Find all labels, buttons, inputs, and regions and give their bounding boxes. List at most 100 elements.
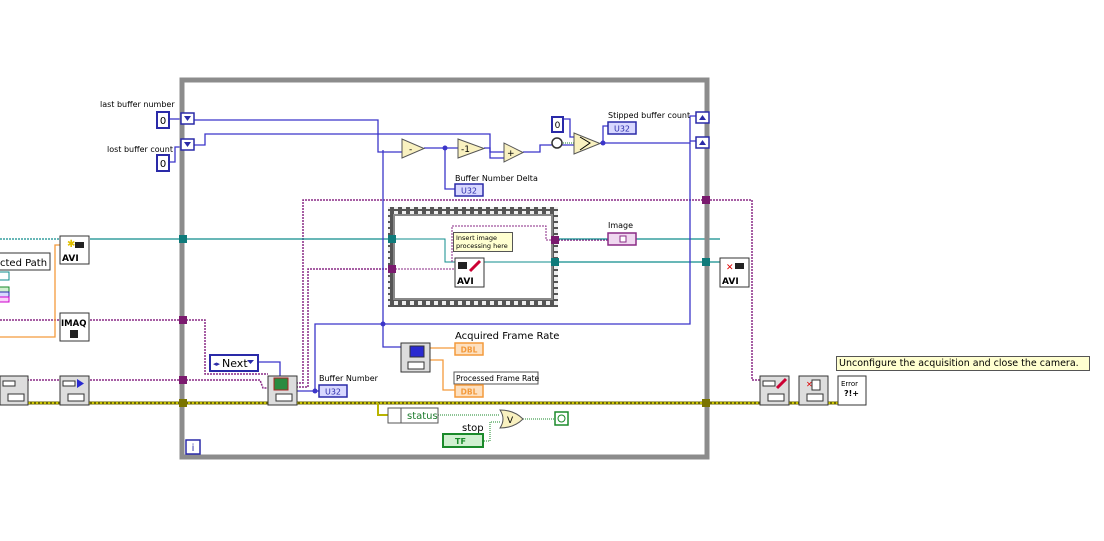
- shift-register-right[interactable]: [695, 111, 710, 149]
- while-loop[interactable]: i: [179, 77, 710, 460]
- type-label: U32: [614, 125, 630, 134]
- label-image: Image: [608, 221, 633, 230]
- imaq-grab-node[interactable]: [267, 375, 298, 406]
- type-label: DBL: [461, 346, 478, 355]
- indicator-buffer-number-delta: U32: [454, 183, 484, 197]
- stop-button-terminal[interactable]: TF: [442, 433, 484, 448]
- loop-condition-terminal[interactable]: [554, 411, 569, 426]
- node-symbol: -: [409, 145, 412, 155]
- camera-icon: [767, 393, 785, 402]
- chevron-down-icon: [247, 360, 254, 364]
- camera-icon: [7, 393, 25, 402]
- imaq-configure-node[interactable]: [0, 375, 29, 406]
- imaq-close-camera-node[interactable]: ✕: [798, 375, 829, 406]
- const-select-zero[interactable]: [551, 116, 564, 133]
- avi-create-node[interactable]: ✱ AVI: [59, 235, 90, 265]
- svg-text:◂▸: ◂▸: [213, 360, 221, 368]
- subtract-node[interactable]: -: [401, 138, 426, 159]
- label-stop: stop: [462, 423, 484, 434]
- avi-close-node[interactable]: ✕ AVI: [719, 257, 750, 288]
- camera-icon: [458, 262, 467, 269]
- iteration-label: i: [192, 443, 195, 454]
- add-node[interactable]: +: [503, 142, 525, 163]
- indicator-buffer-number: U32: [318, 384, 348, 398]
- const-value: 0: [160, 159, 166, 170]
- node-text: IMAQ: [61, 319, 86, 329]
- imaq-session-wires: [0, 199, 760, 389]
- unbundle-field: status: [407, 411, 438, 422]
- avi-write-node[interactable]: AVI: [454, 257, 485, 288]
- tunnels: [179, 196, 710, 407]
- indicator-acquired-frame-rate: DBL: [454, 342, 484, 356]
- or-node[interactable]: V: [499, 409, 524, 429]
- greater-than-zero-icon: [551, 137, 563, 149]
- node-symbol: V: [507, 416, 514, 426]
- node-text: AVI: [457, 277, 474, 287]
- type-label: TF: [455, 437, 466, 446]
- const-last-buffer-number[interactable]: [156, 111, 170, 129]
- type-label: U32: [325, 388, 341, 397]
- x-icon: ✕: [726, 263, 734, 273]
- type-label: DBL: [461, 388, 478, 397]
- path-wire: [0, 244, 455, 391]
- star-icon: ✱: [67, 239, 75, 250]
- numeric-wires: [169, 115, 696, 392]
- document-icon: [811, 379, 821, 391]
- imaq-unconfigure-node[interactable]: [759, 375, 790, 406]
- label-lost-buffer-count: lost buffer count: [107, 145, 173, 154]
- simple-error-handler-node[interactable]: Error ?!+: [837, 375, 867, 406]
- error-wire: [0, 401, 838, 416]
- shift-register-left[interactable]: [180, 112, 195, 151]
- enum-value: Next: [222, 357, 248, 370]
- imaq-start-node[interactable]: [59, 375, 90, 406]
- flat-sequence-structure[interactable]: [388, 207, 559, 307]
- node-text: AVI: [62, 254, 79, 264]
- select-node[interactable]: [573, 132, 602, 155]
- camera-icon: [67, 393, 85, 402]
- node-text: ?!+: [844, 389, 859, 398]
- camera-icon: [75, 242, 84, 248]
- indicator-stipped-buffer-count: U32: [607, 121, 637, 135]
- indicator-processed-frame-rate: DBL: [454, 384, 484, 398]
- eraser-icon: [775, 377, 788, 390]
- node-symbol: -1: [461, 145, 470, 155]
- type-label: U32: [461, 187, 477, 196]
- label-buffer-number: Buffer Number: [319, 374, 379, 383]
- label-acquired-frame-rate: Acquired Frame Rate: [455, 331, 559, 342]
- indicator-image: [607, 232, 637, 246]
- const-value: 0: [555, 121, 561, 131]
- partial-control: [0, 291, 10, 298]
- stop-if-true-icon: [557, 414, 566, 423]
- camera-icon: [407, 361, 425, 370]
- partial-control: [0, 296, 10, 303]
- comment-insert-image-processing: Insert image processing here: [453, 232, 513, 252]
- partial-control: [0, 286, 10, 293]
- const-lost-buffer-count[interactable]: [156, 154, 170, 172]
- node-text: Error: [841, 380, 858, 388]
- node-symbol: +: [507, 149, 515, 159]
- decrement-node[interactable]: -1: [457, 138, 486, 159]
- const-value: 0: [160, 116, 166, 127]
- frame-rate-node[interactable]: [400, 342, 431, 373]
- camera-icon: [806, 393, 824, 402]
- iteration-terminal: [185, 439, 201, 455]
- label-processed-frame-rate: Processed Frame Rate: [456, 374, 540, 383]
- path-label-box: [0, 252, 51, 271]
- pencil-icon: [468, 259, 482, 273]
- label-stipped-buffer-count: Stipped buffer count: [608, 111, 690, 120]
- unbundle-status[interactable]: status: [387, 407, 439, 424]
- label-box-processed: [453, 371, 539, 385]
- tooltip-comment: Unconfigure the acquisition and close th…: [836, 356, 1090, 371]
- play-icon: [77, 379, 84, 388]
- label-buffer-number-delta: Buffer Number Delta: [455, 174, 538, 183]
- node-text: AVI: [722, 277, 739, 287]
- imaq-close-node[interactable]: IMAQ: [59, 312, 90, 342]
- camera-icon: [275, 393, 293, 402]
- enum-next[interactable]: ◂▸ Next: [209, 354, 259, 372]
- camera-icon: [735, 263, 744, 269]
- x-icon: ✕: [806, 380, 813, 389]
- close-icon: [70, 330, 78, 338]
- label-selected-path: cted Path: [0, 258, 47, 269]
